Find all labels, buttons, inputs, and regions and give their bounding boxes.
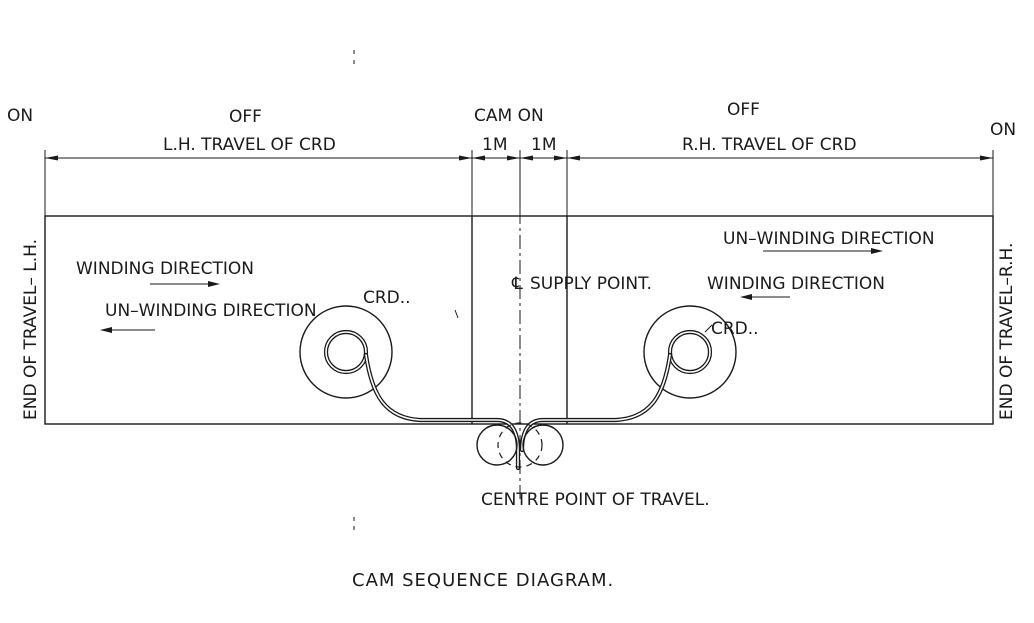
travel-zone-rect (44, 215, 994, 425)
travel-dimension-line (44, 150, 994, 216)
arrow-left (100, 327, 112, 333)
label-off-right: OFF (727, 100, 760, 120)
cable-drum-left (299, 305, 393, 399)
pulley-phantom (497, 422, 543, 468)
cable-path (363, 352, 673, 471)
drum-flange (643, 305, 737, 399)
label-on-left: ON (7, 106, 33, 126)
label-off-left: OFF (229, 107, 262, 127)
label-crd-right: CRD.. (711, 319, 759, 339)
arrowhead (45, 155, 58, 161)
pulley-right (522, 424, 564, 466)
guide-pulleys (476, 422, 564, 468)
label-end-travel-rh: END OF TRAVEL–R.H. (997, 243, 1017, 420)
arrowhead (472, 155, 485, 161)
label-winding-right: WINDING DIRECTION (707, 274, 885, 294)
label-on-right: ON (990, 120, 1016, 140)
direction-arrows (100, 248, 883, 333)
arrow-right (208, 281, 220, 287)
arrowhead (507, 155, 520, 161)
drum-flange (299, 305, 393, 399)
label-lh-travel: L.H. TRAVEL OF CRD (163, 135, 336, 155)
label-1m-right: 1M (531, 135, 556, 155)
label-unwinding-left: UN–WINDING DIRECTION (105, 301, 317, 321)
label-cam-on: CAM ON (474, 106, 544, 126)
arrowhead (554, 155, 567, 161)
pulley-left (476, 424, 518, 466)
arrow-right (871, 248, 883, 254)
arrow-left (740, 294, 752, 300)
label-winding-left: WINDING DIRECTION (76, 259, 254, 279)
label-end-travel-lh: END OF TRAVEL– L.H. (21, 239, 41, 420)
cable-drum-right (643, 305, 737, 399)
label-crd-left: CRD.. (363, 288, 411, 308)
arrowhead (520, 155, 533, 161)
arrowhead (980, 155, 993, 161)
arrowhead (459, 155, 472, 161)
label-rh-travel: R.H. TRAVEL OF CRD (682, 135, 857, 155)
label-supply-point: SUPPLY POINT. (530, 274, 652, 294)
arrowhead (567, 155, 580, 161)
diagram-title: CAM SEQUENCE DIAGRAM. (352, 570, 614, 591)
label-centre-point: CENTRE POINT OF TRAVEL. (481, 490, 710, 510)
label-unwinding-right: UN–WINDING DIRECTION (723, 229, 935, 249)
label-1m-left: 1M (482, 135, 507, 155)
label-supply-cl-symbol: ℄ (511, 274, 523, 294)
